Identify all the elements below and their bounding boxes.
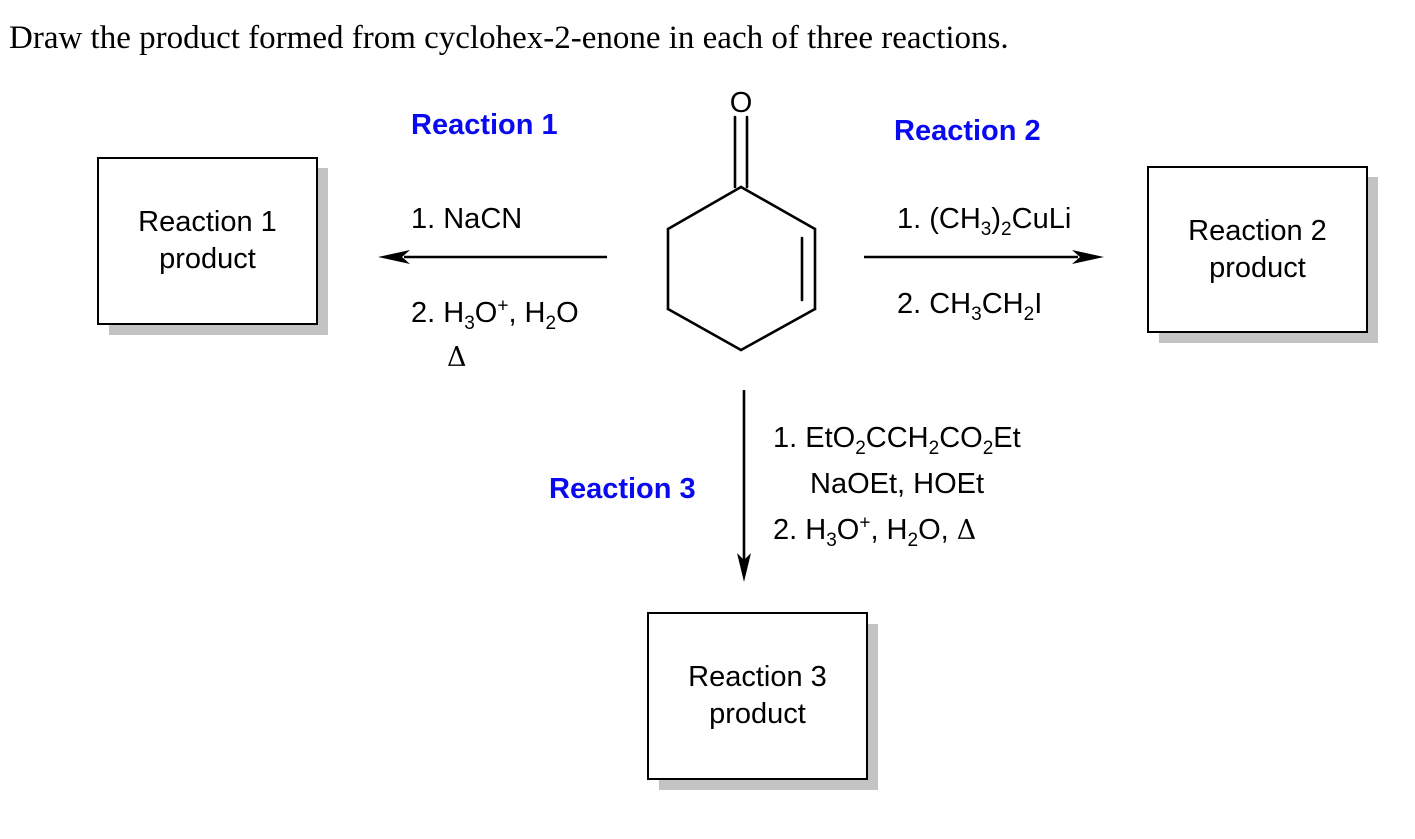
reaction-2-product-box[interactable]: Reaction 2 product [1147,166,1368,333]
reaction-2-step-1: 1. (CH3)2CuLi [897,203,1072,240]
reaction-1-step-1: 1. NaCN [411,203,523,235]
reaction-3-label: Reaction 3 [549,473,696,505]
reaction-1-heat-symbol: Δ [447,342,467,373]
reaction-3-heat-symbol: Δ [956,515,977,546]
bond-c3-c4 [739,307,817,352]
bond-c1-c2 [739,185,817,231]
reaction-1-product-box[interactable]: Reaction 1 product [97,157,318,325]
question-text: Draw the product formed from cyclohex-2-… [9,20,1009,56]
reaction-3-product-text: Reaction 3 product [688,661,827,730]
reaction-3-step-2: 2. H3O+, H2O, Δ [773,512,977,551]
reaction-1-product-text: Reaction 1 product [138,206,277,275]
bond-c4-c5 [666,307,743,352]
reaction-1-arrow [378,250,607,264]
reaction-1-step-2: 2. H3O+, H2O [411,295,579,334]
reaction-2-label: Reaction 2 [894,115,1041,147]
reaction-3-product-box[interactable]: Reaction 3 product [647,612,868,780]
reaction-1-label: Reaction 1 [411,109,558,141]
reaction-2-arrow [864,250,1104,264]
reaction-2-step-2: 2. CH3CH2I [897,288,1043,325]
bond-c6-c1 [666,185,743,231]
reaction-3-arrow [737,390,751,582]
reaction-3-step-1: 1. EtO2CCH2CO2Et [773,422,1021,459]
oxygen-atom-label: O [730,87,753,119]
reaction-3-step-1-conditions: NaOEt, HOEt [810,468,985,500]
cyclohexenone-structure [666,115,817,352]
reaction-2-product-text: Reaction 2 product [1188,214,1327,284]
